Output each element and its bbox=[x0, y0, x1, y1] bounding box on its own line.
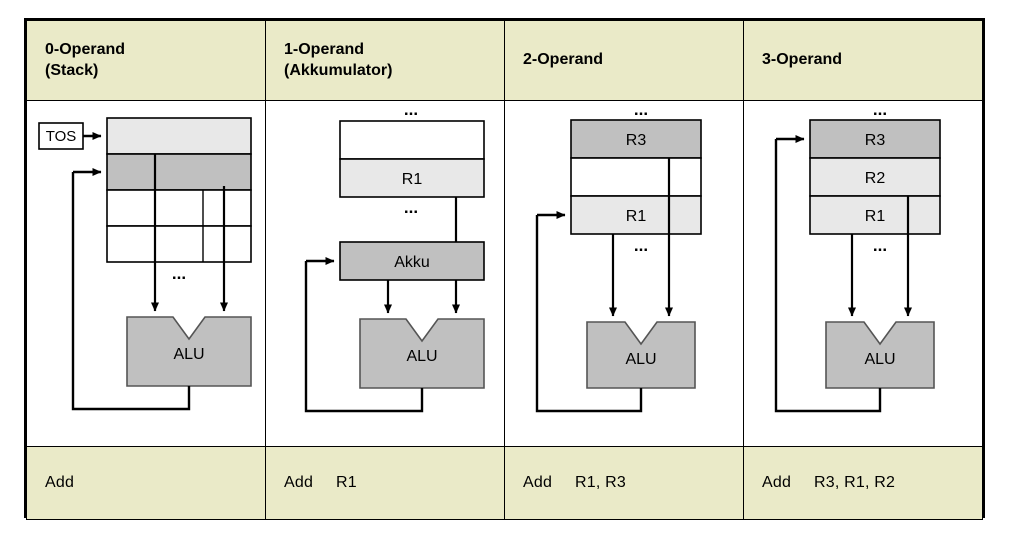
memory-top-ellipsis: ... bbox=[404, 101, 418, 119]
tos-pointer-box bbox=[38, 122, 84, 150]
instruction-cell-three-operand: Add R3, R1, R2 bbox=[743, 446, 983, 520]
instruction-cell-two-operand: Add R1, R3 bbox=[504, 446, 744, 520]
instruction-mnemonic-two-operand: Add bbox=[523, 474, 553, 491]
stack-cell-1 bbox=[106, 153, 252, 191]
alu-shape bbox=[126, 316, 252, 387]
diagram-cell-three-operand: ... R3 R2 R1 ... ALU bbox=[743, 100, 983, 447]
register-file-top-ellipsis: ... bbox=[873, 101, 887, 119]
header-title-two-operand: 2-Operand bbox=[523, 51, 604, 69]
register-cell-r1 bbox=[809, 195, 941, 235]
header-row: 0-Operand (Stack) 1-Operand (Akkumulator… bbox=[26, 20, 983, 101]
alu-shape bbox=[586, 321, 696, 389]
register-file-top-ellipsis: ... bbox=[634, 101, 648, 119]
memory-bottom-ellipsis: ... bbox=[404, 198, 418, 217]
comparison-grid: 0-Operand (Stack) 1-Operand (Akkumulator… bbox=[26, 20, 983, 520]
diagram-cell-one-operand: ... R1 ... Akku ALU bbox=[265, 100, 505, 447]
accumulator-register bbox=[339, 241, 485, 281]
alu-label: ALU bbox=[864, 351, 895, 368]
register-cell-r2-label: R2 bbox=[865, 170, 886, 187]
stack-ellipsis: ... bbox=[172, 264, 186, 283]
alu-result-feedback-path bbox=[71, 172, 191, 411]
register-cell-r3-label: R3 bbox=[865, 132, 886, 149]
register-cell-empty bbox=[570, 157, 702, 197]
register-cell-r1-label: R1 bbox=[865, 208, 886, 225]
accumulator-machine-diagram: ... R1 ... Akku ALU bbox=[304, 101, 485, 413]
register-file-bottom-ellipsis: ... bbox=[873, 236, 887, 255]
operand-comparison-table: 0-Operand (Stack) 1-Operand (Akkumulator… bbox=[24, 18, 985, 520]
header-subtitle-zero-operand: (Stack) bbox=[45, 61, 99, 79]
two-operand-machine-diagram: ... R3 R1 ... ALU bbox=[535, 101, 702, 413]
instruction-mnemonic-zero-operand: Add bbox=[45, 474, 75, 491]
alu-label: ALU bbox=[173, 346, 204, 363]
diagram-row: TOS ... ALU bbox=[26, 100, 983, 447]
stack-machine-diagram: TOS ... ALU bbox=[38, 117, 252, 411]
header-cell-three-operand: 3-Operand bbox=[743, 20, 983, 101]
alu-label: ALU bbox=[625, 351, 656, 368]
register-cell-r3-label: R3 bbox=[626, 132, 647, 149]
three-operand-machine-diagram: ... R3 R2 R1 ... ALU bbox=[774, 101, 941, 413]
alu-result-feedback-path bbox=[774, 139, 882, 413]
register-cell-r3 bbox=[809, 119, 941, 159]
alu-result-feedback-path bbox=[304, 261, 424, 413]
register-cell-r1 bbox=[570, 195, 702, 235]
diagram-cell-zero-operand: TOS ... ALU bbox=[26, 100, 266, 447]
stack-cell-2 bbox=[106, 189, 252, 227]
header-cell-one-operand: 1-Operand (Akkumulator) bbox=[265, 20, 505, 101]
header-subtitle-one-operand: (Akkumulator) bbox=[284, 61, 393, 79]
header-title-three-operand: 3-Operand bbox=[762, 51, 843, 69]
alu-result-feedback-path bbox=[535, 215, 643, 413]
instruction-cell-zero-operand: Add bbox=[26, 446, 266, 520]
memory-cell-0 bbox=[339, 120, 485, 160]
memory-cell-1-label: R1 bbox=[402, 171, 423, 188]
diagram-cell-two-operand: ... R3 R1 ... ALU bbox=[504, 100, 744, 447]
header-title-zero-operand: 0-Operand bbox=[45, 41, 126, 59]
instruction-operands-three-operand: R3, R1, R2 bbox=[814, 474, 896, 491]
accumulator-label: Akku bbox=[394, 254, 430, 271]
memory-cell-1 bbox=[339, 158, 485, 198]
instruction-cell-one-operand: Add R1 bbox=[265, 446, 505, 520]
register-cell-r1-label: R1 bbox=[626, 208, 647, 225]
instruction-operands-one-operand: R1 bbox=[336, 474, 357, 491]
instruction-operands-two-operand: R1, R3 bbox=[575, 474, 626, 491]
header-cell-two-operand: 2-Operand bbox=[504, 20, 744, 101]
alu-shape bbox=[359, 318, 485, 389]
register-cell-r2 bbox=[809, 157, 941, 197]
stack-cell-0 bbox=[106, 117, 252, 155]
instruction-row: Add Add R1 Add R1, R3 Add R3, R1, R2 bbox=[26, 446, 983, 520]
alu-shape bbox=[825, 321, 935, 389]
tos-pointer-label: TOS bbox=[46, 128, 77, 145]
alu-label: ALU bbox=[406, 348, 437, 365]
stack-cell-3 bbox=[106, 225, 252, 263]
instruction-mnemonic-one-operand: Add bbox=[284, 474, 314, 491]
header-title-one-operand: 1-Operand bbox=[284, 41, 365, 59]
header-cell-zero-operand: 0-Operand (Stack) bbox=[26, 20, 266, 101]
register-file-bottom-ellipsis: ... bbox=[634, 236, 648, 255]
instruction-mnemonic-three-operand: Add bbox=[762, 474, 792, 491]
